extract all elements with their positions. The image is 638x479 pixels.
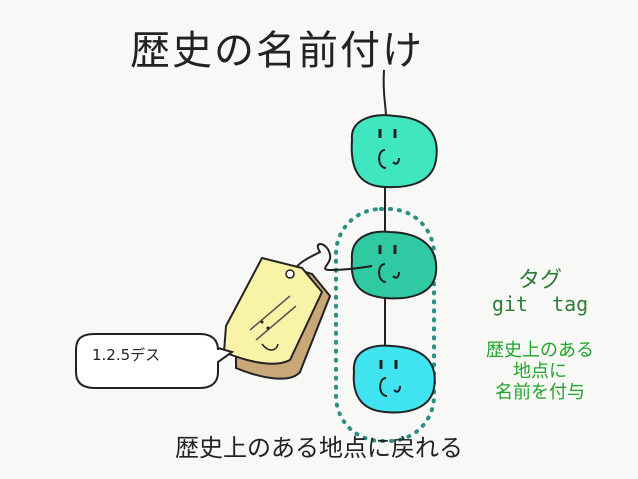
price-tag-icon	[222, 256, 332, 380]
tag-string	[289, 243, 373, 275]
commit-bottom	[352, 344, 436, 414]
description-line: 地点に	[513, 361, 567, 382]
git-tag-command: git tag	[491, 292, 589, 316]
slide-title: 歴史の名前付け	[130, 28, 424, 74]
slide-caption: 歴史上のある地点に戻れる	[175, 434, 463, 462]
commit-top	[350, 114, 438, 189]
explanation-description: 歴史上のある 地点に 名前を付与	[470, 340, 610, 403]
explanation-heading: タグ	[517, 268, 562, 293]
tagged-history-frame	[334, 207, 436, 443]
smiley-c-icon	[378, 129, 400, 169]
description-line: 歴史上のある	[486, 340, 594, 361]
smiley-c-icon	[379, 360, 401, 397]
commit-tagged	[350, 230, 438, 300]
speech-bubble	[75, 333, 235, 389]
tag-name-text: 1.2.5デス	[92, 346, 161, 364]
description-line: 名前を付与	[495, 382, 585, 403]
smiley-c-icon	[378, 245, 400, 283]
